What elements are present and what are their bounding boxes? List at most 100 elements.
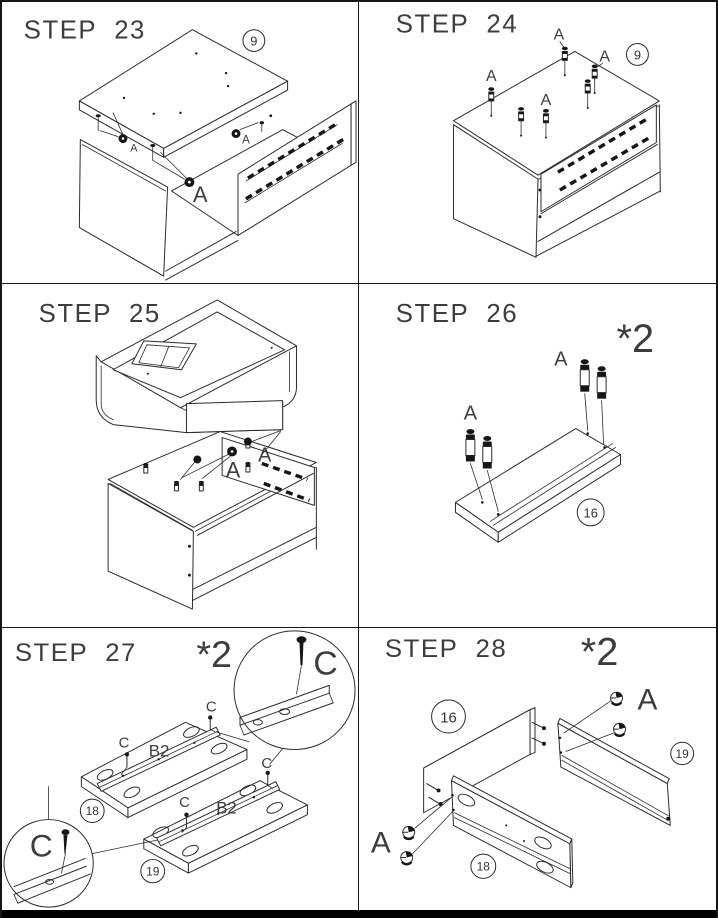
part-badge-18: 18 (470, 853, 497, 879)
cam-lock-group: A (371, 797, 453, 866)
step-24-panel: STEP 24 9 (359, 2, 716, 284)
oval-hole (183, 726, 200, 738)
svg-text:16: 16 (584, 505, 598, 520)
bolt-icon (518, 107, 525, 137)
step-26-drawing: STEP 26 *2 A A 16 (396, 300, 654, 543)
bolt-icon (542, 109, 549, 139)
svg-text:18: 18 (86, 805, 100, 818)
part-badge-9: 9 (242, 29, 266, 52)
fastener-label-a: A (599, 48, 610, 65)
screw-icon (208, 715, 216, 733)
screw-icon (182, 812, 189, 833)
cam-screw-icon (193, 455, 202, 464)
fastener-label-a: A (258, 444, 272, 466)
step-title: STEP 23 (24, 17, 146, 45)
top-panel (78, 29, 289, 158)
bolt-icon (143, 462, 149, 474)
fastener-label-a: A (226, 457, 241, 482)
bolt-icon (488, 87, 495, 117)
fastener-label-c: C (119, 736, 130, 752)
board-18: B2 C C (80, 700, 248, 819)
screw-icon (120, 752, 130, 776)
bolt-group: A A (464, 349, 607, 512)
drawer-rail (558, 135, 653, 192)
screw-icon (296, 636, 307, 695)
svg-text:19: 19 (676, 747, 689, 761)
barrel-bolt-icon (465, 429, 483, 500)
multiplier-label: *2 (581, 630, 619, 674)
bolt-icon (245, 461, 251, 473)
rail-label-b2: B2 (149, 742, 170, 761)
fastener-label-a: A (242, 133, 250, 147)
magnifier-circle (3, 819, 94, 908)
oval-hole (266, 802, 284, 814)
fastener-label-c: C (30, 829, 53, 864)
step-27-drawing: STEP 27 *2 B2 C C 18 (3, 630, 356, 908)
bolt-icon (561, 46, 568, 77)
cam-lock-icon (402, 825, 416, 841)
bottom-border-bar (2, 910, 716, 918)
part-badge-16: 16 (431, 699, 466, 734)
bolt-group: A A A A (486, 27, 610, 139)
hutch-unit (95, 299, 298, 434)
part-badge-19: 19 (140, 858, 166, 884)
cabinet (107, 431, 317, 610)
rail-label-b2: B2 (216, 799, 237, 818)
oval-hole (182, 844, 199, 857)
fastener-label-a: A (130, 142, 138, 154)
step-27-panel: STEP 27 *2 B2 C C 18 (2, 628, 359, 910)
bolt-icon (584, 79, 591, 109)
fastener-label-a: A (193, 182, 208, 207)
bolt-icon (531, 721, 546, 731)
oval-hole (457, 793, 476, 807)
drawer-rail (261, 461, 308, 482)
hanging-screws (95, 114, 156, 161)
magnifier-circle (233, 630, 356, 751)
bolt-icon (198, 480, 204, 492)
svg-text:18: 18 (477, 860, 491, 874)
screw-icon (259, 121, 264, 125)
magnifier-detail: C (3, 786, 159, 908)
cabinet-left-side (107, 482, 194, 610)
part-badge-18: 18 (79, 798, 105, 823)
step-title: STEP 25 (39, 300, 161, 328)
fastener-label-c: C (261, 756, 272, 772)
bolt-icon (591, 64, 598, 95)
step-title: STEP 27 (15, 639, 137, 667)
step-28-panel: STEP 28 *2 16 (359, 628, 716, 910)
part-badge-19: 19 (670, 741, 695, 766)
screw-icon (95, 114, 101, 118)
cam-screw-icon (243, 437, 252, 446)
cabinet (452, 50, 661, 258)
fastener-label-a: A (464, 403, 478, 425)
svg-text:9: 9 (634, 47, 641, 62)
cam-lock-icon (613, 722, 627, 738)
step-title: STEP 24 (396, 11, 518, 39)
svg-text:19: 19 (146, 866, 159, 879)
step-title: STEP 28 (385, 635, 507, 663)
barrel-bolt-icon (579, 359, 590, 431)
cabinet-left-side (452, 124, 539, 258)
drawer-back-panel-16 (423, 707, 546, 814)
fastener-label-a: A (541, 92, 552, 109)
fastener-label-c: C (313, 646, 337, 683)
handle-slot (131, 340, 197, 371)
barrel-bolt-icon (596, 366, 607, 445)
fastener-label-c: C (179, 795, 190, 811)
fastener-label-a: A (371, 827, 391, 860)
cabinet-left-panel (78, 139, 169, 277)
step-26-panel: STEP 26 *2 A A 16 (359, 284, 716, 628)
multiplier-label: *2 (196, 633, 232, 675)
drawer-rail (247, 123, 337, 180)
svg-text:16: 16 (440, 710, 457, 726)
step-23-panel: STEP 23 9 (2, 2, 359, 284)
svg-text:9: 9 (250, 34, 257, 49)
cam-screw-group: A A (180, 430, 282, 482)
bolt-icon (426, 783, 441, 793)
oval-hole (210, 742, 228, 755)
magnifier-detail: C (215, 630, 356, 765)
fastener-label-c: C (206, 700, 217, 716)
screw-icon (265, 770, 274, 789)
